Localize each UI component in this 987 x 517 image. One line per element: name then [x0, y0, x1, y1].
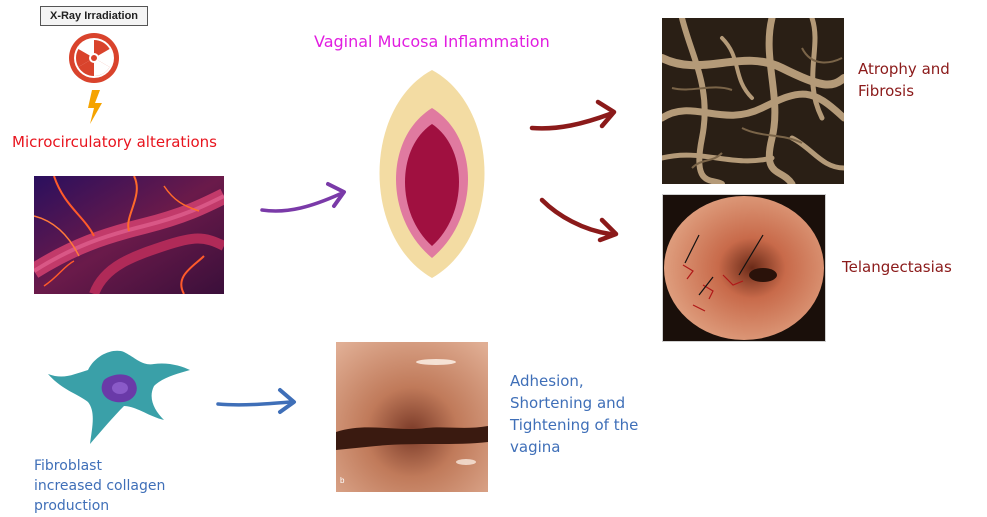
- adhesion-line-2: Shortening and: [510, 392, 638, 414]
- telangiectasias-label: Telangectasias: [842, 258, 952, 276]
- telangiectasia-image: [662, 194, 826, 342]
- vaginal-mucosa-illustration: [362, 68, 502, 280]
- photo-panel-label: b: [340, 476, 344, 485]
- adhesion-photo-graphic: [336, 342, 488, 492]
- purple-arrow: [258, 178, 350, 218]
- fibroblast-cell-icon: [44, 344, 194, 448]
- lightning-icon: [86, 90, 104, 124]
- red-arrow-upper: [528, 96, 620, 138]
- radiation-icon: [66, 30, 122, 86]
- adhesion-image: b: [336, 342, 488, 492]
- blue-arrow: [216, 386, 300, 416]
- fibroblast-line-3: production: [34, 496, 165, 516]
- fibroblast-line-2: increased collagen: [34, 476, 165, 496]
- blood-vessel-image: [34, 176, 224, 294]
- adhesion-label: Adhesion, Shortening and Tightening of t…: [510, 370, 638, 458]
- fibroblast-label: Fibroblast increased collagen production: [34, 456, 165, 516]
- xray-irradiation-label: X-Ray Irradiation: [40, 6, 148, 26]
- red-arrow-lower: [538, 196, 622, 244]
- fibrosis-image: [662, 18, 844, 184]
- adhesion-line-1: Adhesion,: [510, 370, 638, 392]
- microcirculatory-alterations-label: Microcirculatory alterations: [12, 133, 217, 151]
- atrophy-line-2: Fibrosis: [858, 80, 950, 102]
- adhesion-line-4: vagina: [510, 436, 638, 458]
- atrophy-fibrosis-label: Atrophy and Fibrosis: [858, 58, 950, 102]
- atrophy-line-1: Atrophy and: [858, 58, 950, 80]
- fibroblast-line-1: Fibroblast: [34, 456, 165, 476]
- adhesion-line-3: Tightening of the: [510, 414, 638, 436]
- vaginal-mucosa-inflammation-title: Vaginal Mucosa Inflammation: [314, 32, 550, 51]
